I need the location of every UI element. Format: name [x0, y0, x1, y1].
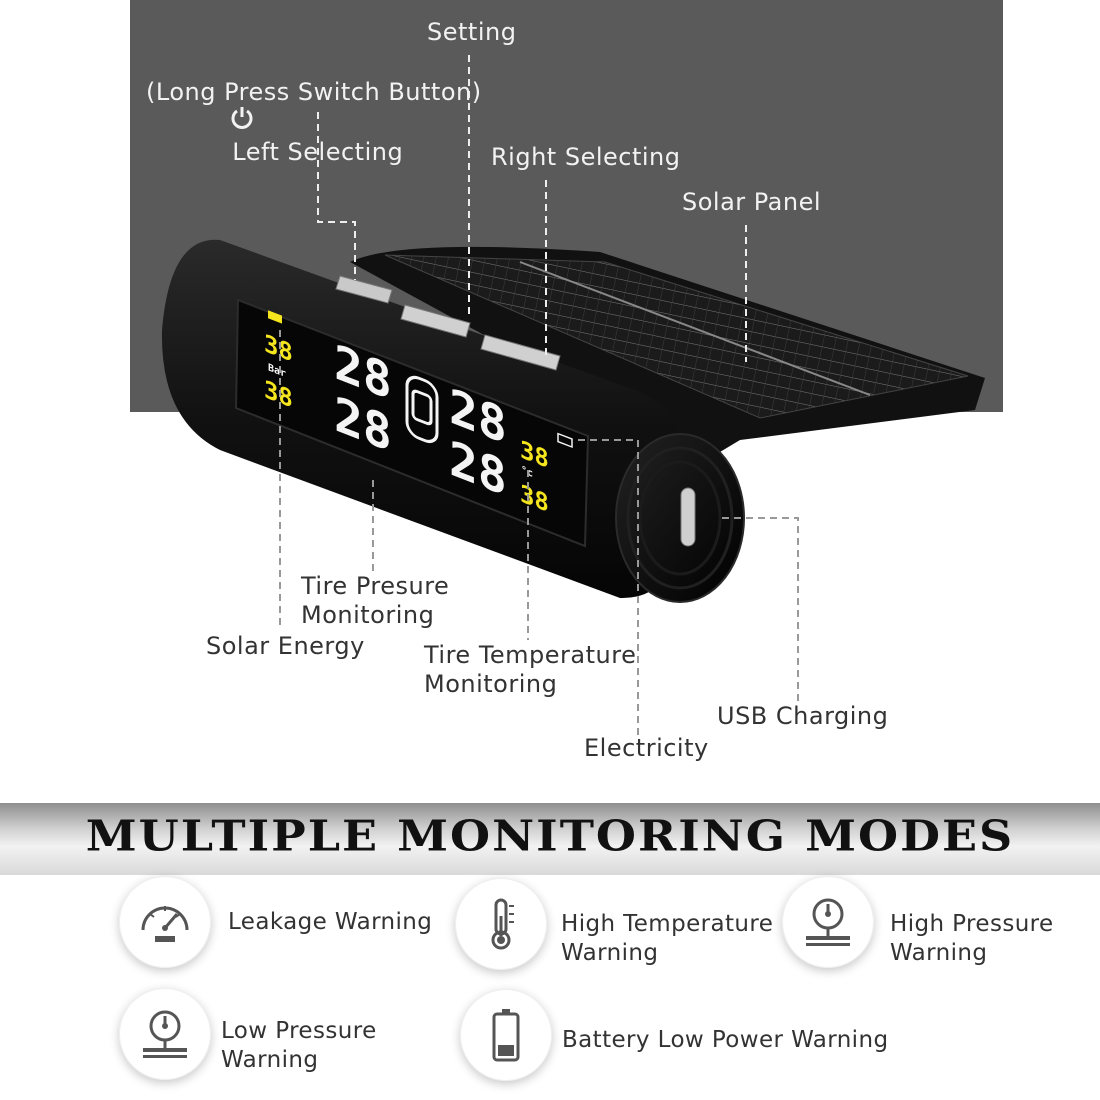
battery-low-power-warning-badge [460, 989, 552, 1081]
high-pressure-warning-label: High Pressure Warning [890, 911, 1054, 966]
solar-panel-callout: Solar Panel [682, 188, 822, 216]
device-buttons [335, 275, 561, 371]
banner-title: MULTIPLE MONITORING MODES [85, 811, 1015, 861]
car-outline-icon [405, 375, 439, 444]
usb-port [680, 487, 696, 547]
left-selecting-button [335, 275, 393, 304]
leakage-warning-label: Leakage Warning [228, 909, 433, 935]
battery-low-power-warning-label: Battery Low Power Warning [562, 1027, 889, 1053]
tire-temperature-callout: Tire Temperature Monitoring [424, 641, 637, 698]
solar-energy-callout: Solar Energy [206, 632, 365, 660]
low-pressure-warning-label: Low Pressure Warning [221, 1018, 377, 1073]
setting-callout: Setting [427, 18, 517, 46]
lcd-battery-icon [557, 432, 573, 449]
right-selecting-button [480, 334, 561, 371]
modes-banner: MULTIPLE MONITORING MODES [0, 803, 1100, 875]
usb-charging-callout: USB Charging [717, 702, 889, 730]
tire-pressure-callout: Tire Presure Monitoring [301, 572, 450, 629]
left-selecting-callout: Left Selecting [180, 47, 403, 167]
setting-button [400, 304, 471, 338]
battery-icon [492, 1009, 520, 1062]
power-icon [196, 76, 253, 167]
high-pressure-warning-badge [782, 876, 874, 968]
long-press-callout: (Long Press Switch Button) [146, 78, 482, 106]
tpms-device-illustration: 38 Bar 38 28 28 28 28 38 °c 38 [161, 55, 985, 735]
right-selecting-callout: Right Selecting [491, 143, 681, 171]
callout-lines [279, 55, 799, 735]
speedometer-icon [141, 906, 189, 942]
electricity-callout: Electricity [584, 734, 709, 762]
high-temperature-warning-label: High Temperature Warning [561, 911, 774, 966]
device-end-cap [615, 433, 745, 603]
leakage-warning-badge [119, 876, 211, 968]
pressure-gauge-icon [806, 898, 850, 946]
high-temperature-warning-badge [455, 878, 547, 970]
pressure-gauge-icon [143, 1010, 187, 1058]
thermometer-icon [491, 898, 514, 950]
lcd-readout: 38 Bar 38 28 28 28 28 38 °c 38 [264, 310, 573, 518]
low-pressure-warning-badge [119, 988, 211, 1080]
lcd-screen [234, 298, 590, 548]
